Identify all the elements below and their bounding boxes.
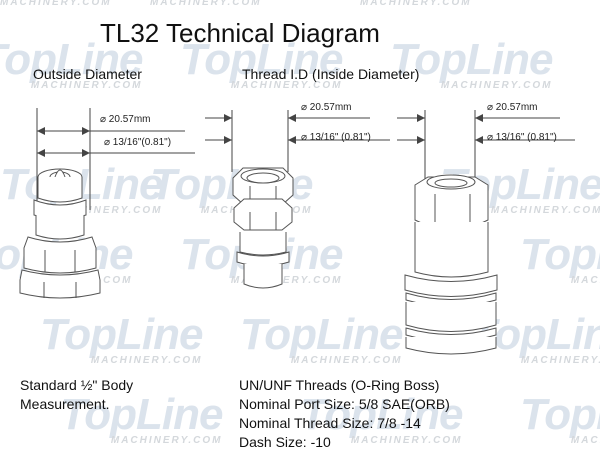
watermark-text: MACHINERY.COM xyxy=(150,0,262,8)
description-line: UN/UNF Threads (O-Ring Boss) xyxy=(239,377,440,393)
dimension-mm-3: ⌀ 20.57mm xyxy=(487,102,538,113)
dimension-in-1: ⌀ 13/16"(0.81") xyxy=(104,137,172,148)
diagram-title: TL32 Technical Diagram xyxy=(100,18,380,48)
watermark-text: MACHINERY.COM xyxy=(0,0,112,8)
male-coupler-drawing xyxy=(19,168,101,299)
dimension-mm-2: ⌀ 20.57mm xyxy=(301,102,352,113)
description-line: Nominal Thread Size: 7/8 -14 xyxy=(239,415,421,431)
dimension-mm-1: ⌀ 20.57mm xyxy=(100,114,151,125)
description-line: Standard ½" Body xyxy=(20,377,134,393)
section-heading-outside-diameter: Outside Diameter xyxy=(33,66,142,82)
description-outside-diameter: Standard ½" Body Measurement. xyxy=(20,376,133,414)
dimension-in-3: ⌀ 13/16" (0.81") xyxy=(487,132,557,143)
description-line: Measurement. xyxy=(20,396,110,412)
description-line: Nominal Port Size: 5/8 SAE(ORB) xyxy=(239,396,450,412)
nipple-drawing xyxy=(232,167,294,289)
description-line: Dash Size: -10 xyxy=(239,434,331,450)
female-coupler-drawing xyxy=(404,174,498,355)
watermark-text: MACHINERY.COM xyxy=(360,0,472,8)
dimension-in-2: ⌀ 13/16" (0.81") xyxy=(301,132,371,143)
description-thread-spec: UN/UNF Threads (O-Ring Boss) Nominal Por… xyxy=(239,376,450,452)
section-heading-thread-id: Thread I.D (Inside Diameter) xyxy=(242,66,420,82)
